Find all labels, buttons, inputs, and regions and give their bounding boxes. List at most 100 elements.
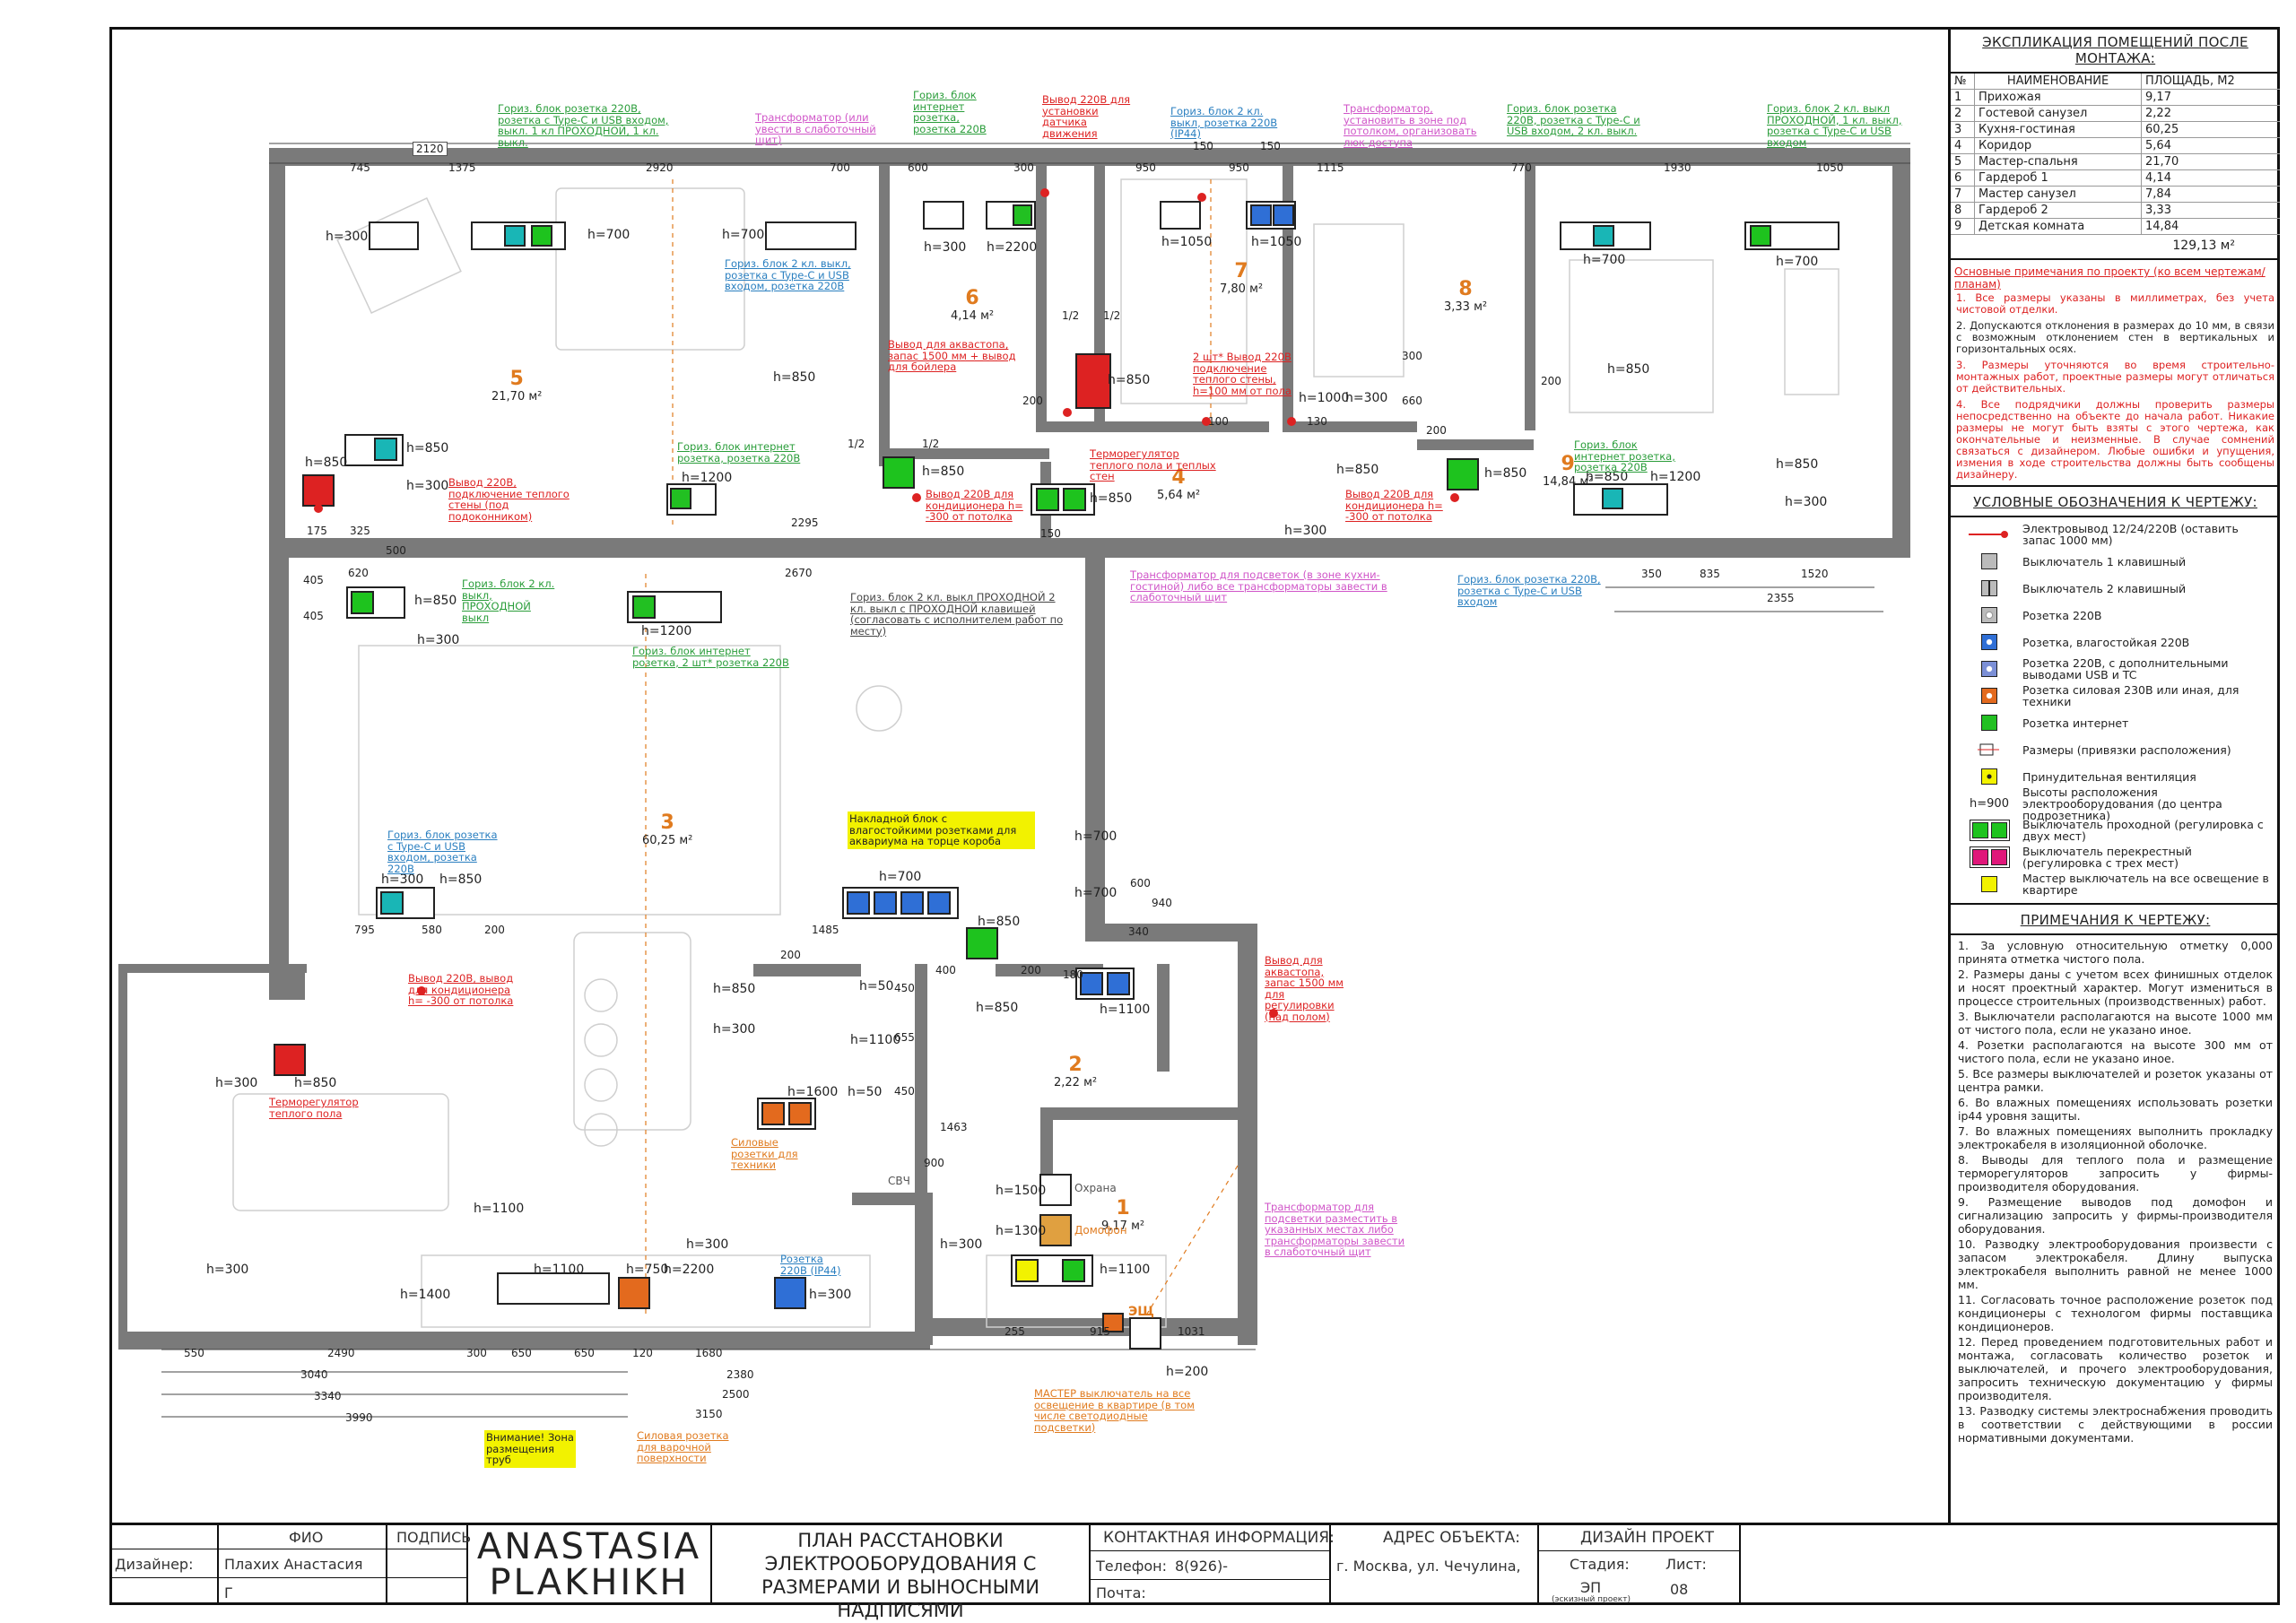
label-panel: ЭЩ — [1128, 1305, 1154, 1319]
callout: Гориз. блок интернет розетка, 2 шт* розе… — [632, 645, 789, 669]
designer-name: Плахих Анастасия — [224, 1556, 363, 1573]
room-label-6: 6 4,14 м² — [951, 287, 995, 323]
pass-switch-icon — [1969, 820, 2010, 841]
explication-title: ЭКСПЛИКАЦИЯ ПОМЕЩЕНИЙ ПОСЛЕ МОНТАЖА: — [1951, 27, 2280, 74]
master-switch-icon — [1981, 876, 1997, 892]
drawing-notes-title: ПРИМЕЧАНИЯ К ЧЕРТЕЖУ: — [1951, 903, 2280, 935]
callout: Вывод для аквастопа, запас 1500 мм + выв… — [888, 338, 1016, 373]
callout: Трансформатор (или увести в слаботочный … — [755, 111, 876, 146]
socket-usb-icon — [1981, 661, 1997, 677]
outlet-block — [1129, 1317, 1161, 1350]
usb-block — [344, 434, 404, 466]
explication-total: 129,13 м² — [1951, 235, 2280, 260]
contact-label: КОНТАКТНАЯ ИНФОРМАЦИЯ: — [1103, 1529, 1335, 1547]
callout: Вывод 220В для кондиционера h= -300 от п… — [1345, 488, 1443, 523]
switch-1-key-icon — [1981, 553, 1997, 569]
room-label-2: 2 2,22 м² — [1054, 1054, 1098, 1089]
callout: Гориз. блок интернет розетка, розетка 22… — [1574, 438, 1675, 473]
socket-internet-icon — [1981, 715, 1997, 731]
callout: Розетка 220В (IP44) — [780, 1253, 841, 1277]
callout: Трансформатор для подсветки разместить в… — [1265, 1201, 1405, 1258]
electrical-outlet-point-icon — [1969, 531, 2008, 538]
pass-switch-block — [346, 586, 405, 619]
sheet-value: 08 — [1670, 1581, 1689, 1598]
socket-waterproof-icon — [1981, 634, 1997, 650]
legend-title: УСЛОВНЫЕ ОБОЗНАЧЕНИЯ К ЧЕРТЕЖУ: — [1951, 485, 2280, 517]
usb-block — [1560, 221, 1651, 250]
fio-label: ФИО — [289, 1529, 324, 1546]
general-notes: 1. Все размеры указаны в миллиметрах, бе… — [1956, 291, 2274, 481]
outlet-block — [765, 221, 857, 250]
legend-item: Выключатель 2 клавишный — [1951, 575, 2280, 602]
internet-block — [923, 201, 964, 230]
outlet-points — [314, 188, 1459, 1018]
conduit-lines — [645, 179, 1239, 1328]
legend-item: Электровывод 12/24/220В (оставить запас … — [1951, 521, 2280, 548]
project-label: ДИЗАЙН ПРОЕКТ — [1580, 1529, 1715, 1547]
internet-block — [986, 201, 1036, 230]
callout: Трансформатор для подсветок (в зоне кухн… — [1130, 568, 1387, 603]
room-label-3: 3 60,25 м² — [642, 812, 693, 847]
callout: Гориз. блок розетка 220В, розетка с Type… — [1507, 102, 1640, 137]
room-label-4: 4 5,64 м² — [1157, 466, 1201, 502]
legend-item: Размеры (привязки расположения) — [1951, 736, 2280, 763]
switch-block — [1160, 201, 1201, 230]
callout: 2 шт* Вывод 220В подключение теплого сте… — [1193, 351, 1292, 397]
pass-switch-block — [1744, 221, 1839, 250]
stage-value: ЭП — [1580, 1579, 1602, 1596]
callout: Гориз. блок розетка 220В, розетка с Type… — [1457, 573, 1601, 608]
callout: Вывод 220В для установки датчика движени… — [1042, 93, 1131, 140]
room-label-8: 8 3,33 м² — [1444, 278, 1488, 314]
general-notes-title: Основные примечания по проекту (ко всем … — [1954, 265, 2266, 291]
furniture — [232, 178, 1839, 1328]
callout: Терморегулятор теплого пола — [269, 1096, 359, 1120]
callout: Терморегулятор теплого пола и теплых сте… — [1090, 447, 1216, 482]
drawing-sheet — [109, 27, 2280, 1605]
stage-label: Стадия: — [1570, 1556, 1630, 1573]
power-block — [757, 1098, 816, 1130]
internet-block — [666, 483, 717, 516]
floor-plan — [118, 143, 1910, 1418]
label-security: Охрана — [1074, 1182, 1117, 1194]
usb-block — [376, 887, 435, 919]
waterproof-block — [774, 1277, 806, 1309]
callout: Гориз. блок интернет розетка, розетка 22… — [913, 89, 987, 135]
internet-block — [627, 591, 722, 623]
cross-switch-icon — [1969, 846, 2010, 868]
pass-switch-block — [883, 456, 915, 489]
callout: Гориз. блок 2 кл. выкл, розетка 220В (IP… — [1170, 105, 1278, 140]
callout: Вывод 220В для кондиционера h= -300 от п… — [926, 488, 1023, 523]
callout: Гориз. блок 2 кл. выкл ПРОХОДНОЙ, 1 кл. … — [1767, 102, 1902, 149]
room-label-7: 7 7,80 м² — [1220, 260, 1264, 296]
intercom-block — [1039, 1174, 1072, 1246]
callout: Гориз. блок розетка с Type-C и USB входо… — [387, 829, 498, 875]
legend-item: Розетка силовая 230В или иная, для техни… — [1951, 682, 2280, 709]
switch-2-key-icon — [1981, 580, 1997, 596]
pass-switch-block — [1447, 458, 1479, 490]
thermo-block — [1075, 353, 1111, 409]
legend-item: Выключатель перекрестный (регулировка с … — [1951, 844, 2280, 871]
room-label-9: 9 14,84 м² — [1543, 453, 1594, 489]
callout: Силовые розетки для техники — [731, 1136, 798, 1171]
device-blocks — [274, 201, 1839, 1350]
callout: Гориз. блок интернет розетка, розетка 22… — [677, 440, 801, 464]
callout: Силовая розетка для варочной поверхности — [637, 1429, 729, 1464]
designer-label: Дизайнер: — [115, 1556, 194, 1573]
pass-switch-block — [1031, 483, 1095, 516]
table-header: № НАИМЕНОВАНИЕ ПЛОЩАДЬ, М2 — [1951, 74, 2280, 90]
drawing-notes: 1. За условную относительную отметку 0,0… — [1958, 939, 2273, 1445]
drawing-title: ПЛАН РАССТАНОВКИ ЭЛЕКТРООБОРУДОВАНИЯ С Р… — [761, 1530, 1039, 1621]
designer-initial: Г — [224, 1584, 233, 1601]
waterproof-block — [842, 887, 959, 919]
sign-label: ПОДПИСЬ — [396, 1529, 472, 1546]
sheet-label: Лист: — [1665, 1556, 1707, 1573]
dimension-icon — [1978, 743, 1999, 756]
socket-power-icon — [1981, 688, 1997, 704]
cross-switch-block — [274, 1044, 306, 1076]
